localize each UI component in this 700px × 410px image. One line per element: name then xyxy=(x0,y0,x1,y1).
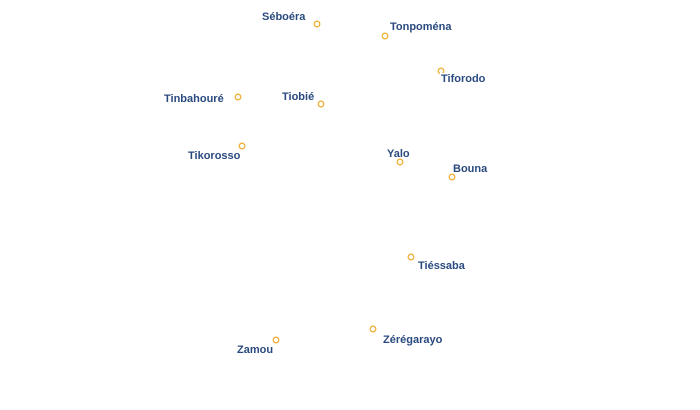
place-zeregarayo[interactable]: Zérégarayo xyxy=(369,325,444,348)
place-tinbahoure[interactable]: Tinbahouré xyxy=(163,92,242,107)
place-marker[interactable] xyxy=(317,100,325,108)
place-marker[interactable] xyxy=(437,67,445,75)
place-label: Tonpoména xyxy=(390,21,452,33)
place-label: Yalo xyxy=(387,148,410,160)
place-marker[interactable] xyxy=(238,142,246,150)
place-marker[interactable] xyxy=(272,336,280,344)
place-tikorosso[interactable]: Tikorosso xyxy=(187,142,246,164)
place-tiforodo[interactable]: Tiforodo xyxy=(437,67,487,87)
place-marker[interactable] xyxy=(381,32,389,40)
place-tonpomena[interactable]: Tonpoména xyxy=(381,20,454,40)
place-marker[interactable] xyxy=(369,325,377,333)
place-label: Tiéssaba xyxy=(418,260,466,272)
place-yalo[interactable]: Yalo xyxy=(386,147,411,166)
place-label: Tiforodo xyxy=(441,73,486,85)
place-label: Tinbahouré xyxy=(164,93,224,105)
place-label: Zérégarayo xyxy=(383,334,443,346)
place-label: Tiobié xyxy=(282,91,314,103)
place-zamou[interactable]: Zamou xyxy=(236,336,280,358)
place-marker[interactable] xyxy=(407,253,415,261)
place-marker[interactable] xyxy=(313,20,321,28)
place-label: Zamou xyxy=(237,344,273,356)
place-tiessaba[interactable]: Tiéssaba xyxy=(407,253,467,274)
place-tiobie[interactable]: Tiobié xyxy=(281,90,325,108)
place-marker[interactable] xyxy=(448,173,456,181)
place-bouna[interactable]: Bouna xyxy=(448,162,490,181)
place-label: Séboéra xyxy=(262,11,306,23)
place-seboera[interactable]: Séboéra xyxy=(261,10,321,28)
place-marker[interactable] xyxy=(234,93,242,101)
place-marker[interactable] xyxy=(396,158,404,166)
place-label: Bouna xyxy=(453,163,488,175)
place-label: Tikorosso xyxy=(188,150,241,162)
